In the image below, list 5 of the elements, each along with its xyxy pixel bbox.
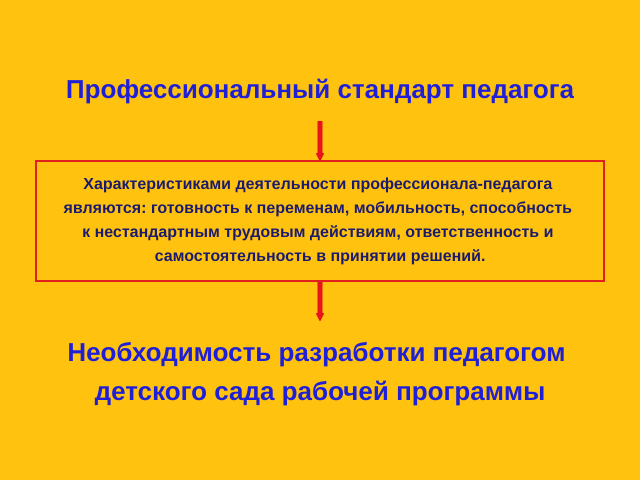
- node-text: Профессиональный стандарт педагога: [66, 74, 574, 104]
- arrow: [316, 120, 324, 161]
- node-text: Необходимость разработки педагогом детского сада рабочей программы: [67, 336, 566, 406]
- arrow: [316, 280, 324, 321]
- node-box: Характеристиками деятельности профессионала-педагога являются: готовность к переменам, мобильность, способность к нестандартным трудовым действиям, ответственность и самостоятельность в принятии решений.: [35, 160, 605, 282]
